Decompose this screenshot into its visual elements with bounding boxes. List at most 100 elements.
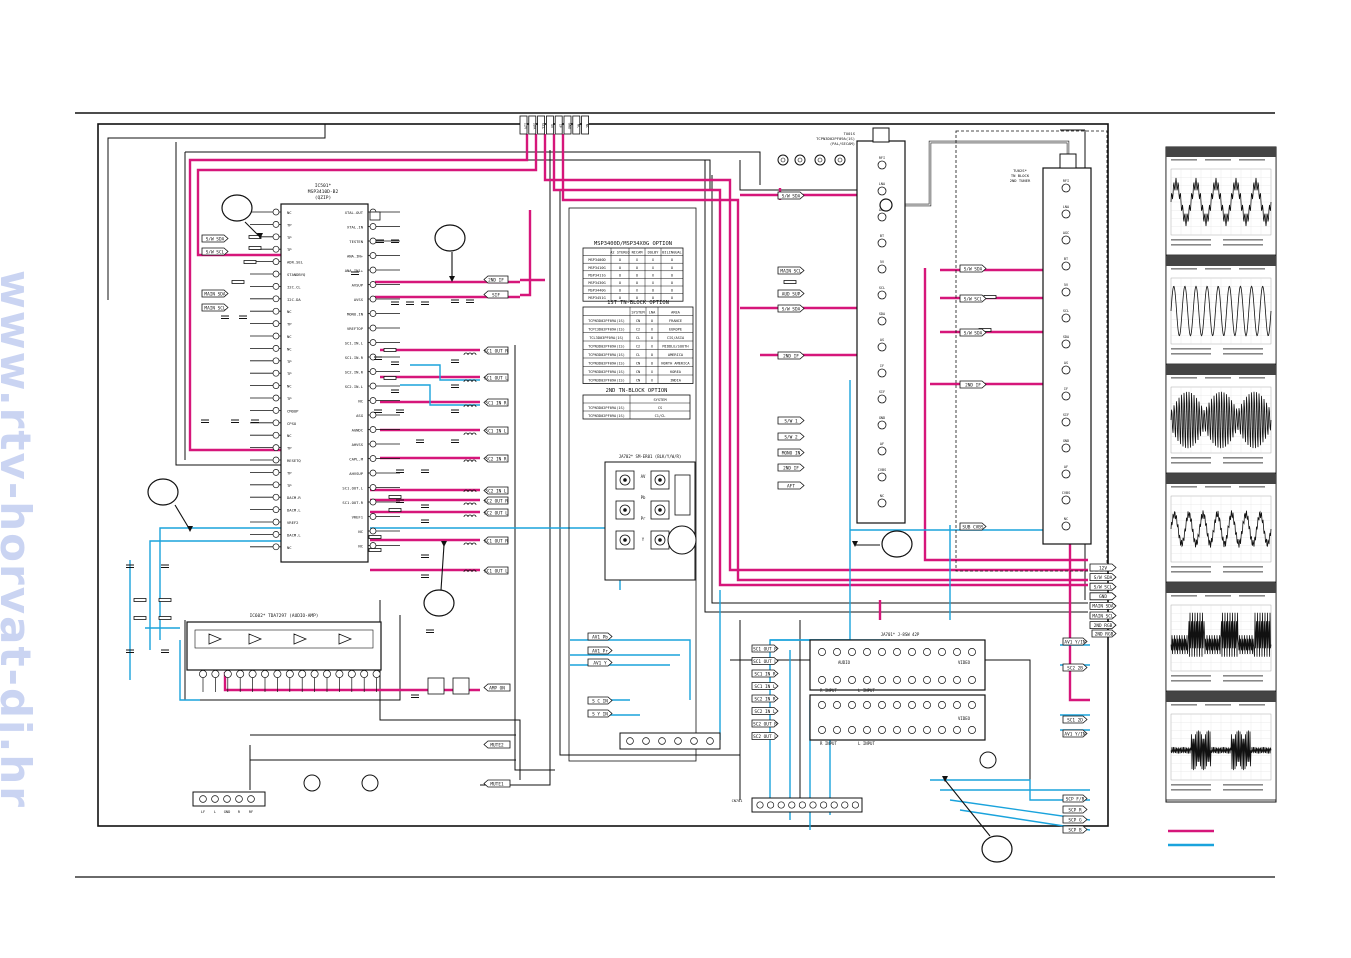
scart-pin	[848, 648, 856, 656]
tuner1-pin-name: IF	[880, 364, 884, 368]
resistor	[231, 280, 245, 284]
ja702-socket-pin	[658, 508, 662, 512]
scope-readout-bar	[1171, 348, 1211, 350]
bus-flag-audio-text: SC2 OUT L	[484, 510, 508, 516]
bus-flag-scart	[751, 707, 779, 715]
scart-pin	[923, 648, 931, 656]
scope-panels	[1165, 146, 1277, 803]
resistor	[383, 376, 397, 380]
jp702-pin	[690, 737, 698, 745]
bus-flag-tuner-text: MONO IN	[782, 450, 801, 456]
tuner1-pin-name: RFI	[879, 156, 885, 160]
table-msp-option-cell: O	[619, 258, 621, 262]
bus-flag-amp-on-text: AMP ON	[489, 685, 505, 691]
scope-readout-bar	[1171, 462, 1211, 464]
bus-flag-scart	[751, 657, 779, 665]
bus-flag-mute1-text: MUTE1	[490, 781, 504, 787]
bus-flag-audio-text: SC1 OUT R	[484, 348, 508, 354]
bus-flag-right	[1089, 582, 1117, 591]
inductor-turn	[463, 514, 469, 518]
scope-readout-bar	[1171, 159, 1197, 161]
table-msp-option-cell: O	[619, 266, 621, 270]
magenta-wire	[520, 210, 532, 297]
ja702-socket-pin	[658, 478, 662, 482]
bus-flag-scart-text: SC1 IN L	[754, 684, 776, 690]
tuner1-note: (PAL/SECAM)	[830, 141, 855, 146]
magenta-wire	[561, 134, 1088, 582]
table-2nd-tn-option-cell: C1/CL	[655, 414, 666, 418]
ja702-label: Pb	[641, 495, 646, 500]
scope-readout-bar	[1171, 680, 1211, 682]
bus-flag-audio-text: SC2 OUT R	[484, 498, 508, 504]
bus-flag-av-text: AV1 Pr	[592, 648, 608, 654]
tuner2-pin-name: CVBS	[1062, 491, 1070, 495]
ic501-pin-marker	[369, 513, 377, 520]
tuner1-pin	[877, 394, 887, 404]
bus-flag-right	[1089, 621, 1117, 629]
bus-flag-audio-text: SC1 IN L	[485, 428, 507, 434]
table-msp-option-frame	[582, 247, 684, 302]
top-connector-label: 12V	[524, 123, 528, 130]
scart-pin	[833, 676, 841, 684]
ic501-pin-name: AVSUP	[352, 283, 364, 288]
bus-flag-scart-right-text: SCP F/B	[1066, 796, 1085, 802]
tuner2-pin-name: BT	[1064, 257, 1069, 261]
black-wire	[107, 124, 326, 300]
tuner1-rf-connector	[872, 127, 890, 143]
bus-flag-main-sda-text: MAIN SDA	[204, 291, 226, 297]
table-1st-tn-option-cell: O	[651, 336, 653, 340]
ic602-pin	[323, 670, 331, 678]
bus-flag-right-text: MAIN SDA	[1092, 604, 1114, 610]
tuner2-pin	[1061, 469, 1071, 479]
ic501-pin-marker	[272, 221, 280, 228]
scart-ref: JA701* J-8SW 42P	[881, 632, 920, 637]
cn702-pin	[247, 795, 255, 803]
ic501-pin-name: TP	[287, 470, 292, 475]
bus-flag-scart-right	[1091, 629, 1117, 638]
cyan-wire	[149, 540, 285, 650]
bus-flag-tuner	[959, 380, 987, 389]
bus-flag-scart-right-text: AV1 Y/IN	[1064, 731, 1086, 737]
bus-flag-tuner	[777, 448, 805, 457]
table-msp-option-cell: X	[652, 281, 655, 285]
top-connector-label: SDA	[532, 123, 536, 130]
resistor	[383, 348, 397, 352]
amp-triangle	[293, 633, 308, 645]
resistor	[368, 535, 382, 539]
table-msp-option-cell: O	[619, 273, 621, 277]
scope-readout-bar	[1205, 268, 1231, 270]
bus-flag-scart-text: SC2 OUT R	[753, 721, 777, 727]
cn702-pin	[211, 795, 219, 803]
table-1st-tn-option-cell: CL	[636, 353, 640, 357]
scope-readout-bar	[1205, 486, 1231, 488]
ic501-pin-marker	[272, 345, 280, 352]
bus-flag-sif	[483, 290, 509, 299]
table-1st-tn-option-cell: O	[651, 362, 653, 366]
bus-flag-audio	[483, 398, 509, 407]
ja702-label: Y	[642, 537, 645, 542]
ic501-pin-name: I2C.DA	[287, 297, 301, 302]
scart-pin	[833, 701, 841, 709]
tuner2-pin-name: 5V	[1064, 283, 1069, 287]
table-msp-option-cell: O	[636, 273, 638, 277]
ic501-pin-name: NC	[358, 529, 363, 534]
table-1st-tn-option-cell: O	[651, 319, 653, 323]
output-cap	[427, 677, 445, 695]
jp702-pin	[658, 737, 666, 745]
scart-pin	[848, 701, 856, 709]
schematic-frame	[97, 123, 1109, 827]
bus-flag-main-scl	[201, 303, 229, 312]
table-2nd-tn-option-title: 2ND TN-BLOCK OPTION	[606, 388, 668, 394]
table-1st-tn-option-cell: CN	[636, 370, 640, 374]
table-1st-tn-option-cell: EUROPE	[669, 328, 682, 332]
cyan-wire	[400, 384, 480, 406]
inductor-turn	[471, 352, 477, 356]
table-1st-tn-option-cell: LNA	[649, 311, 656, 315]
scope-readout-bar	[1239, 159, 1265, 161]
tuner2-note: 2ND TUNER	[1010, 178, 1031, 183]
bus-flag-tuner-text: S/W SDA	[964, 330, 983, 336]
scart-pin	[968, 701, 976, 709]
tuner1-body	[856, 140, 906, 524]
